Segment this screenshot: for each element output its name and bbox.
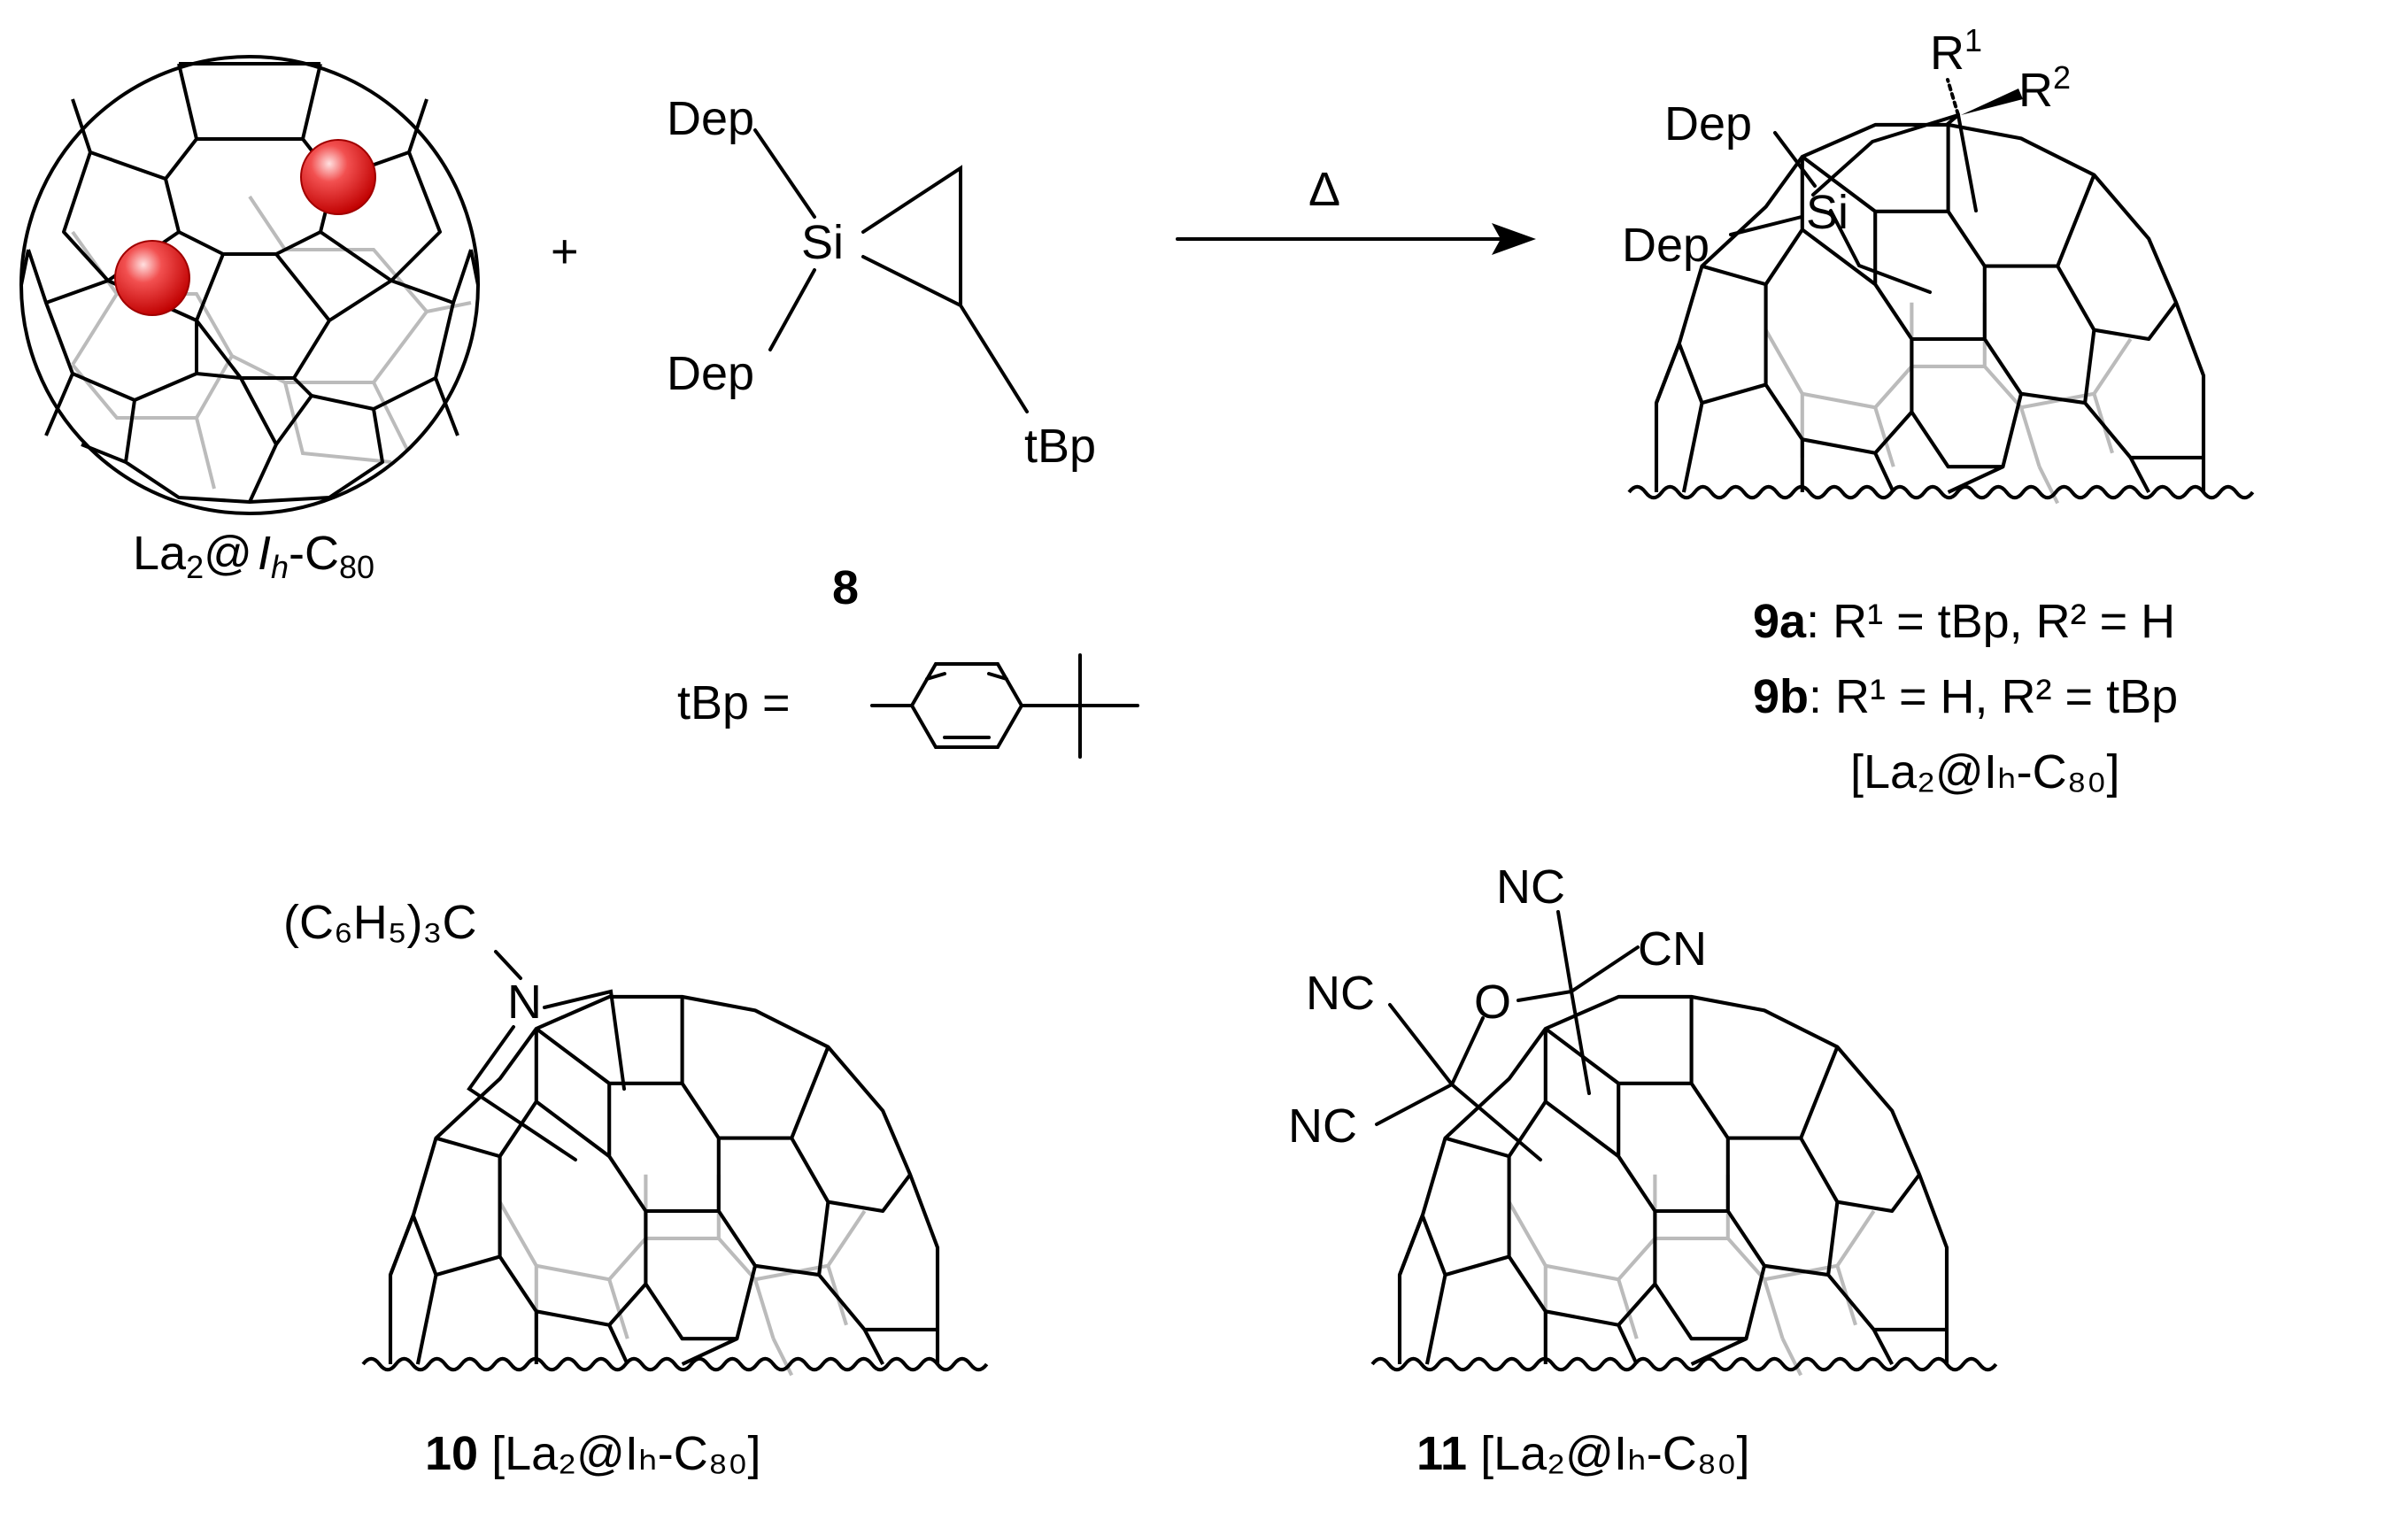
caption-9-cage: [La₂@Iₕ-C₈₀]	[1850, 745, 2119, 799]
cn-right-label: CN	[1638, 922, 1707, 976]
tbp-definition-label: tBp =	[677, 676, 791, 729]
heat-condition: Δ	[1308, 163, 1340, 216]
nitrogen-label: N	[507, 976, 542, 1029]
silicon-label: Si	[801, 216, 844, 269]
la-atom-left	[114, 240, 190, 316]
r2-label: R2	[2018, 59, 2071, 117]
la-atom-right	[300, 139, 376, 215]
tbp-label: tBp	[1024, 420, 1096, 473]
silicon-label-9: Si	[1806, 186, 1848, 239]
product-11-structure: NC CN NC NC O	[1288, 860, 1996, 1375]
r1-label: R1	[1930, 22, 1982, 80]
reactant-label: La2@Ih-C80	[133, 527, 374, 585]
oxygen-label: O	[1474, 976, 1511, 1029]
reaction-arrow: Δ	[1176, 163, 1536, 255]
compound-number-8: 8	[832, 561, 859, 614]
nc-left-label: NC	[1306, 967, 1375, 1020]
nc-bottom-label: NC	[1288, 1099, 1357, 1153]
dep-bottom-label-9: Dep	[1622, 219, 1710, 272]
silirane-reagent: Dep Dep Si tBp 8 tBp =	[667, 92, 1139, 759]
product-9-structure: Dep Dep Si R1 R2	[1622, 22, 2253, 503]
nc-top-label: NC	[1496, 860, 1565, 914]
caption-9a: 9a: R¹ = tBp, R² = H	[1753, 595, 2175, 648]
plus-sign: +	[551, 225, 579, 278]
caption-11: 11 [La₂@Iₕ-C₈₀]	[1416, 1427, 1750, 1480]
product-10-structure: (C₆H₅)₃C N	[283, 896, 987, 1375]
dep-bottom-label: Dep	[667, 347, 754, 400]
dep-top-label: Dep	[667, 92, 754, 145]
caption-9b: 9b: R¹ = H, R² = tBp	[1753, 670, 2178, 723]
caption-10: 10 [La₂@Iₕ-C₈₀]	[425, 1427, 761, 1480]
la2-c80-fullerene	[19, 55, 480, 515]
dep-top-label-9: Dep	[1664, 97, 1752, 150]
triphenylmethyl-label: (C₆H₅)₃C	[283, 896, 476, 949]
